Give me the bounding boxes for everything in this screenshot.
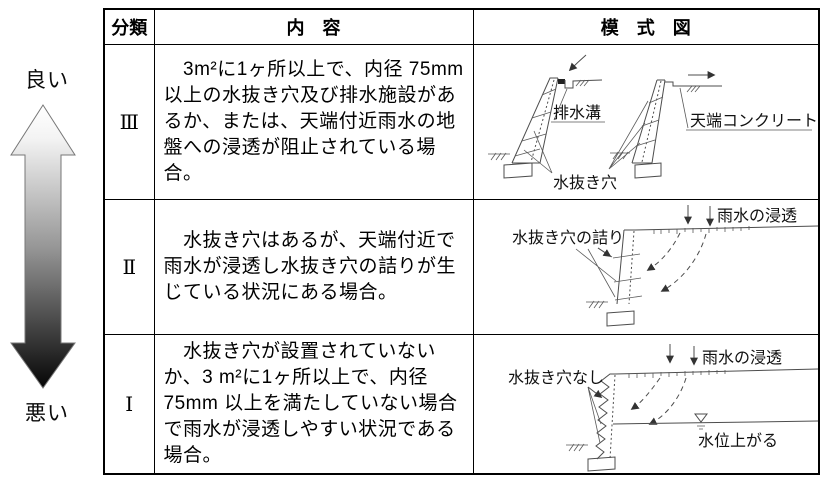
inflow-arrow-icon <box>568 54 587 72</box>
seepage-arrow-icon <box>648 377 687 425</box>
schematic-clogged-drains: 雨水の浸透 水抜き穴の詰り <box>512 205 818 327</box>
diagram-grade-3: 排水溝 天端コンクリート <box>472 43 820 200</box>
header-row: 分類 内 容 模 式 図 <box>103 8 820 45</box>
label-no-drain-holes: 水抜き穴なし <box>508 368 604 387</box>
classification-grade-2: Ⅱ <box>103 198 155 335</box>
gradient-double-arrow-icon <box>10 104 76 389</box>
gauge-bad-label: 悪い <box>25 402 69 425</box>
seepage-arrow-icon <box>660 233 707 292</box>
content-cell-grade-2: 水抜き穴はあるが、天端付近で 雨水が浸透し水抜き穴の詰りが生 じている状況にある… <box>153 198 474 335</box>
content-text-grade-2: 水抜き穴はあるが、天端付近で 雨水が浸透し水抜き穴の詰りが生 じている状況にある… <box>163 229 457 303</box>
seepage-arrow-icon <box>630 377 661 410</box>
classification-grade-1: Ⅰ <box>103 333 155 475</box>
gauge-good-label: 良い <box>25 69 69 92</box>
seepage-arrow-icon <box>646 232 681 271</box>
label-rainwater-infiltration: 雨水の浸透 <box>702 348 782 367</box>
schematic-good-drainage: 排水溝 天端コンクリート <box>487 54 818 192</box>
content-text-grade-1: 水抜き穴が設置されていない か、3 m²に1ヶ所以上で、内径 75mm 以上を満… <box>163 340 458 466</box>
classification-table: 分類 内 容 模 式 図 Ⅲ 3m²に1ヶ所以上で、内径 75mm 以上の水抜き… <box>103 8 820 475</box>
label-water-level-rises: 水位上がる <box>698 431 778 450</box>
header-diagram: 模 式 図 <box>472 8 820 45</box>
label-drainage-ditch: 排水溝 <box>553 103 601 122</box>
label-drain-holes: 水抜き穴 <box>553 173 617 192</box>
table-row-grade-2: Ⅱ 水抜き穴はあるが、天端付近で 雨水が浸透し水抜き穴の詰りが生 じている状況に… <box>103 198 820 335</box>
quality-gauge: 良い 悪い <box>0 0 103 484</box>
label-rainwater-infiltration: 雨水の浸透 <box>717 206 797 225</box>
water-table-icon <box>693 413 708 423</box>
schematic-no-drains: 雨水の浸透 水抜き穴なし 水位上がる <box>508 343 818 472</box>
header-classification: 分類 <box>103 8 155 45</box>
classification-grade-3: Ⅲ <box>103 43 155 200</box>
content-cell-grade-3: 3m²に1ヶ所以上で、内径 75mm 以上の水抜き穴及び排水施設があ るか、また… <box>153 43 474 200</box>
content-cell-grade-1: 水抜き穴が設置されていない か、3 m²に1ヶ所以上で、内径 75mm 以上を満… <box>153 333 474 475</box>
table-row-grade-1: Ⅰ 水抜き穴が設置されていない か、3 m²に1ヶ所以上で、内径 75mm 以上… <box>103 333 820 475</box>
label-crest-concrete: 天端コンクリート <box>690 111 818 130</box>
diagram-grade-1: 雨水の浸透 水抜き穴なし 水位上がる <box>472 333 820 475</box>
label-drain-hole-clogging: 水抜き穴の詰り <box>512 228 624 247</box>
table-row-grade-3: Ⅲ 3m²に1ヶ所以上で、内径 75mm 以上の水抜き穴及び排水施設があ るか、… <box>103 43 820 200</box>
header-content: 内 容 <box>153 8 474 45</box>
content-text-grade-3: 3m²に1ヶ所以上で、内径 75mm 以上の水抜き穴及び排水施設があ るか、また… <box>163 58 464 184</box>
diagram-grade-2: 雨水の浸透 水抜き穴の詰り <box>472 198 820 335</box>
ditch-cap <box>557 79 565 84</box>
